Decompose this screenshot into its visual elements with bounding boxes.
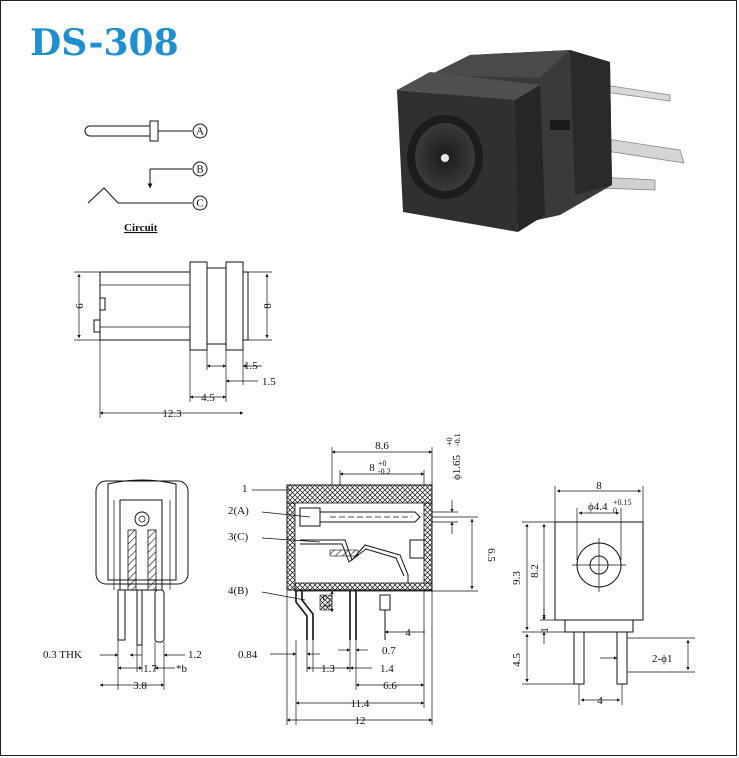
pin-b-label: B — [196, 164, 203, 176]
sec-dim-phi-1-65: ϕ1.65 — [451, 454, 463, 480]
front-dim-8-2: 8.2 — [529, 564, 541, 578]
page-title: DS-308 — [30, 22, 179, 64]
section-view-drawing — [252, 447, 478, 725]
front-dim-phi-tol-up: +0.15 — [613, 498, 632, 507]
sec-dim-12: 12 — [355, 715, 366, 727]
side-view-drawing — [74, 261, 272, 418]
sec-dim-0-7: 0.7 — [382, 645, 396, 657]
side-dim-8: 8 — [262, 303, 274, 309]
sec-dim-phi-tol-up: +0 — [445, 437, 454, 446]
end-view-drawing — [95, 479, 189, 690]
sec-dim-1-4: 1.4 — [380, 663, 394, 675]
front-dim-phi-4-4: ϕ4.4 — [588, 501, 608, 513]
front-dim-4-5: 4.5 — [511, 653, 523, 667]
front-dim-4: 4 — [597, 695, 603, 707]
callout-4b: 4(B) — [228, 585, 249, 597]
end-dim-b: *b — [176, 663, 188, 675]
sec-dim-1-3: 1.3 — [321, 663, 335, 675]
sec-dim-6-5: 6.5 — [485, 548, 497, 562]
callout-3c: 3(C) — [228, 531, 249, 543]
sec-dim-phi-tol-down: -0.1 — [453, 433, 462, 446]
sec-dim-8: 8 — [369, 462, 375, 474]
end-dim-1-2: 1.2 — [188, 649, 202, 661]
front-view-drawing — [522, 486, 695, 705]
sec-dim-11-4: 11.4 — [351, 698, 370, 710]
callout-1: 1 — [242, 483, 248, 495]
side-dim-4-5: 4.5 — [201, 392, 215, 404]
end-dim-3-8: 3.8 — [133, 680, 147, 692]
pin-a-label: A — [196, 126, 204, 138]
sec-dim-1-7: 1.7 — [321, 595, 333, 609]
side-dim-1-5b: 1.5 — [262, 376, 276, 388]
sec-dim-0-84: 0.84 — [238, 649, 258, 661]
front-dim-2-phi-1: 2-ϕ1 — [652, 653, 672, 665]
sec-dim-8-tol-down: -0.2 — [378, 467, 391, 476]
front-dim-8: 8 — [596, 480, 602, 492]
front-dim-phi-tol-down: 0 — [613, 506, 617, 515]
callout-2a: 2(A) — [228, 505, 249, 517]
front-dim-1: 1 — [539, 627, 551, 633]
circuit-diagram — [84, 120, 208, 211]
sec-dim-4: 4 — [405, 627, 411, 639]
pin-b-marker — [192, 161, 208, 177]
end-dim-thk: 0.3 THK — [43, 649, 82, 661]
pin-c-label: C — [196, 198, 203, 210]
end-dim-1-7: 1.7 — [143, 663, 157, 675]
product-photo — [397, 50, 685, 232]
sec-dim-8-6: 8.6 — [375, 440, 389, 452]
side-dim-1-5a: 1.5 — [244, 360, 258, 372]
side-dim-6: 6 — [74, 303, 86, 309]
side-dim-12-3: 12.3 — [162, 408, 182, 420]
front-dim-9-3: 9.3 — [511, 571, 523, 585]
sec-dim-8-tol-up: +0 — [378, 459, 387, 468]
sec-dim-6-6: 6.6 — [383, 680, 397, 692]
pin-a-marker — [192, 123, 208, 139]
pin-c-marker — [192, 195, 208, 211]
circuit-caption: Circuit — [124, 222, 158, 234]
